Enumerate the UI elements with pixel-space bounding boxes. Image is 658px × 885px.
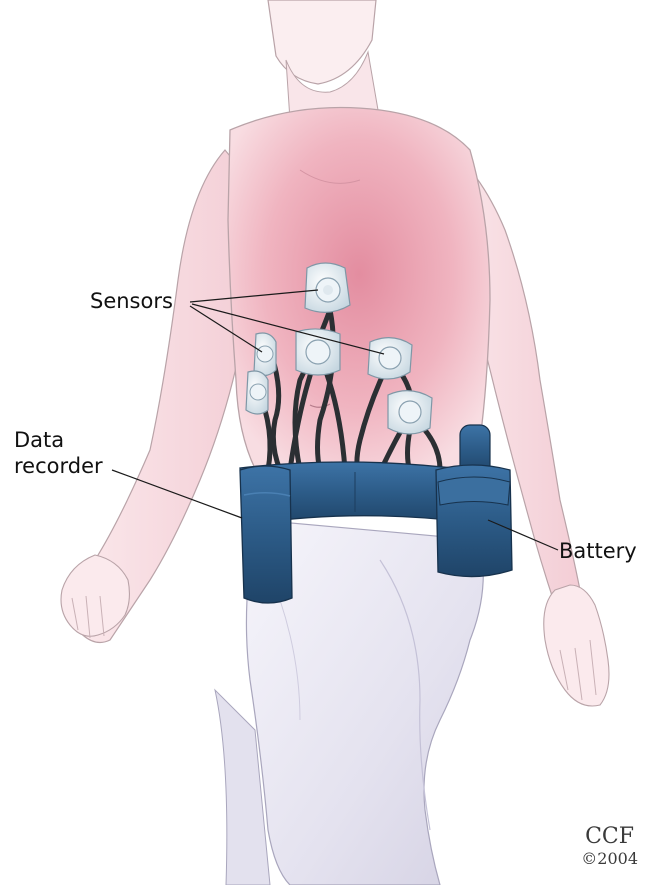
sensors-label-text: Sensors bbox=[90, 289, 173, 313]
battery-label: Battery bbox=[559, 538, 637, 564]
data-recorder bbox=[240, 466, 292, 603]
credit-year: ©2004 bbox=[581, 850, 638, 868]
sensor-right-center bbox=[368, 338, 412, 379]
left-hand bbox=[544, 585, 609, 706]
data-recorder-label: Data recorder bbox=[14, 427, 103, 479]
sensor-right-lower bbox=[388, 391, 432, 434]
sensors-label: Sensors bbox=[90, 288, 173, 314]
sensor-left-upper bbox=[254, 333, 276, 376]
battery-label-text: Battery bbox=[559, 539, 637, 563]
data-recorder-label-line1: Data bbox=[14, 427, 103, 453]
data-recorder-label-line2: recorder bbox=[14, 453, 103, 479]
sensor-center bbox=[296, 329, 340, 375]
sensor-upper bbox=[305, 263, 350, 312]
credit-org: CCF bbox=[585, 826, 634, 848]
sensor-left-lower bbox=[246, 371, 268, 414]
